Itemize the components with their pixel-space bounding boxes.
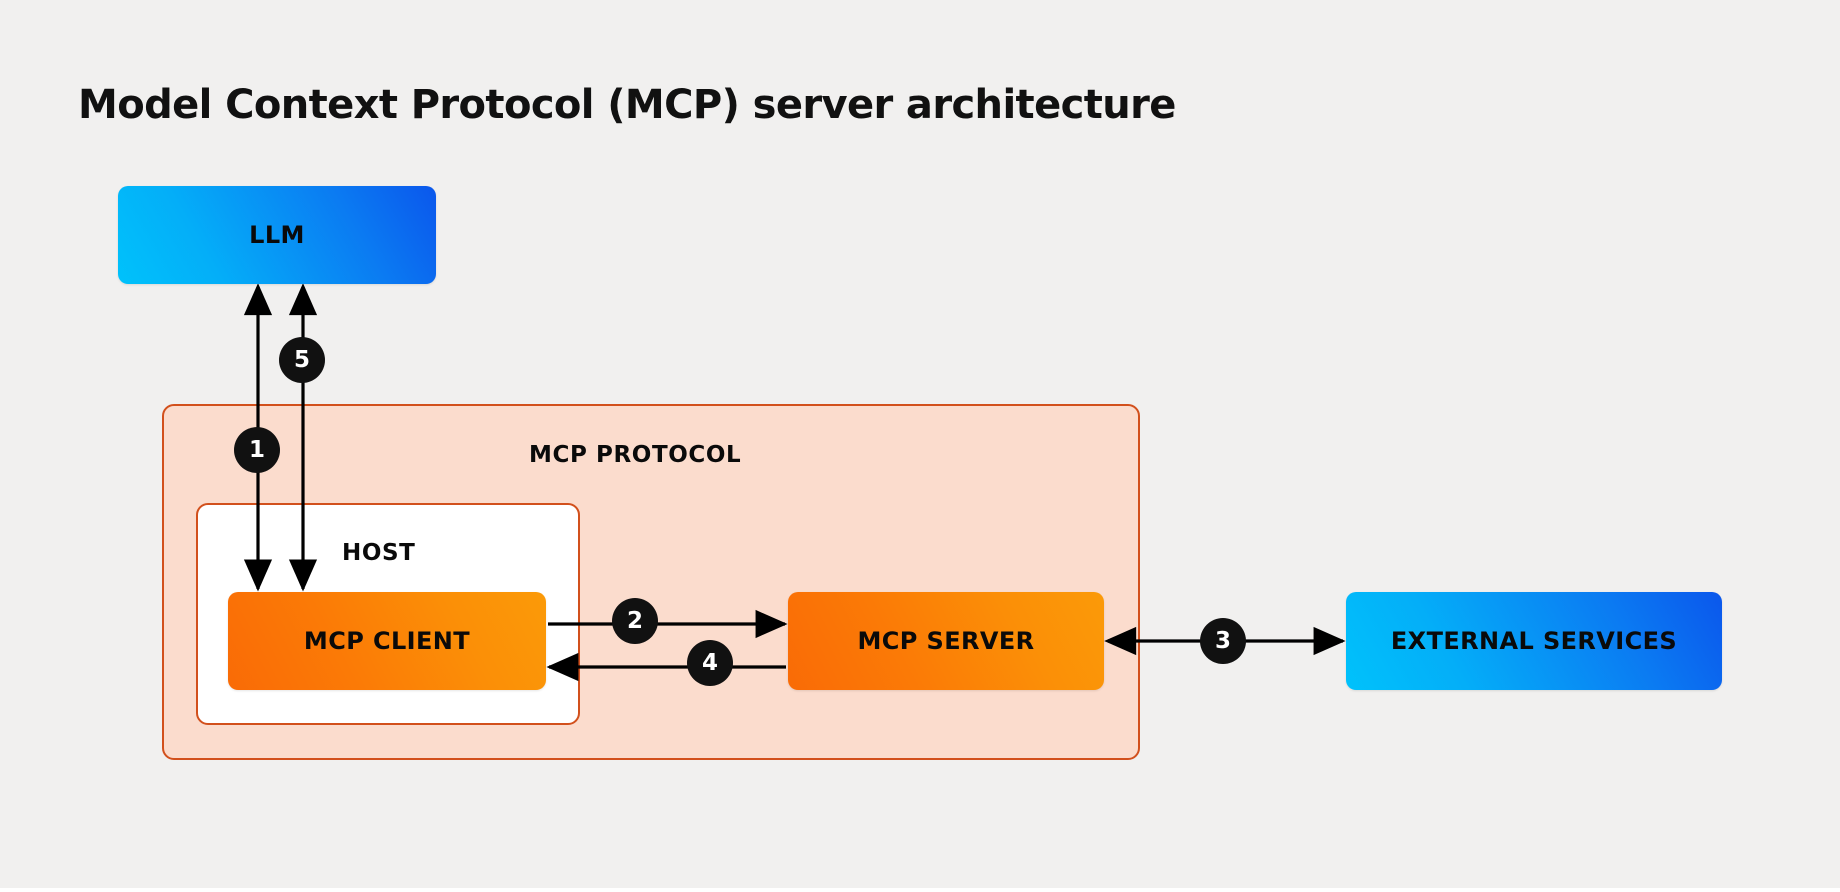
node-llm[interactable]: LLM bbox=[118, 186, 436, 284]
node-external-services[interactable]: EXTERNAL SERVICES bbox=[1346, 592, 1722, 690]
step-badge-3: 3 bbox=[1200, 618, 1246, 664]
host-label: HOST bbox=[342, 540, 416, 566]
mcp-protocol-label: MCP PROTOCOL bbox=[529, 442, 742, 468]
node-mcp-server[interactable]: MCP SERVER bbox=[788, 592, 1104, 690]
bottom-edge bbox=[0, 888, 1840, 892]
page-title: Model Context Protocol (MCP) server arch… bbox=[78, 82, 1176, 128]
step-badge-5-number: 5 bbox=[293, 347, 310, 373]
node-mcp-server-label: MCP SERVER bbox=[857, 627, 1035, 655]
step-badge-1: 1 bbox=[234, 427, 280, 473]
node-llm-label: LLM bbox=[249, 221, 305, 249]
step-badge-3-number: 3 bbox=[1214, 628, 1231, 654]
step-badge-5: 5 bbox=[279, 337, 325, 383]
step-badge-1-number: 1 bbox=[248, 437, 265, 463]
node-external-services-label: EXTERNAL SERVICES bbox=[1390, 627, 1678, 655]
step-badge-4: 4 bbox=[687, 640, 733, 686]
step-badge-2: 2 bbox=[612, 598, 658, 644]
node-mcp-client[interactable]: MCP CLIENT bbox=[228, 592, 546, 690]
node-mcp-client-label: MCP CLIENT bbox=[303, 627, 471, 655]
step-badge-4-number: 4 bbox=[701, 650, 718, 676]
step-badge-2-number: 2 bbox=[626, 608, 643, 634]
